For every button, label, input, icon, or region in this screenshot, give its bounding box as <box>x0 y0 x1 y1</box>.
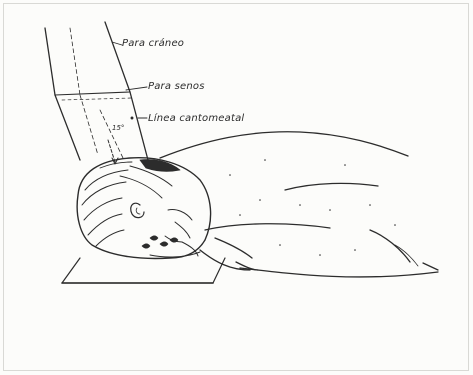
sinus-beam: 15° <box>55 92 148 160</box>
patient-body <box>160 132 438 277</box>
label-leaders <box>112 42 147 119</box>
table-plate <box>62 258 225 283</box>
cranium-beam <box>45 22 130 95</box>
svg-text:15°: 15° <box>112 124 124 132</box>
shading-dots <box>229 159 396 256</box>
label-sinus: Para senos <box>148 81 205 92</box>
label-canthomeatal-line: Línea cantomeatal <box>148 113 244 124</box>
patient-head <box>77 158 210 259</box>
label-cranium: Para cráneo <box>122 38 184 49</box>
